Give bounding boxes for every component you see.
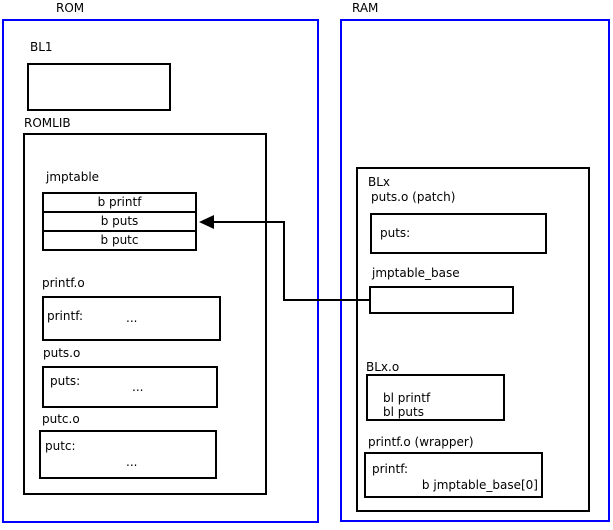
printf-o-box: printf: ...: [42, 296, 221, 341]
puts-patch-box: puts:: [370, 213, 547, 254]
arrowhead-left-icon: [199, 215, 214, 229]
printf-wrapper-box: printf: b jmptable_base[0]: [364, 452, 543, 498]
bl1-label: BL1: [30, 40, 53, 54]
arrow-segment-vertical: [283, 221, 285, 301]
blx-o-label: BLx.o: [366, 360, 400, 374]
putc-symbol: putc:: [45, 439, 76, 453]
putc-ellipsis: ...: [126, 455, 138, 469]
jmptable-label: jmptable: [46, 170, 100, 184]
rom-title: ROM: [56, 1, 85, 15]
jmptable-rows: b printf b puts b putc: [42, 192, 197, 251]
printf-wrapper-label: printf.o (wrapper): [368, 435, 474, 449]
printf-wrapper-symbol: printf:: [372, 462, 409, 476]
jmptable-base-box: [369, 286, 514, 314]
puts-o-box: puts: ...: [42, 366, 218, 408]
jmptable-row-b-putc: b putc: [42, 230, 197, 251]
putc-o-label: putc.o: [42, 412, 80, 426]
jmptable-row-b-puts: b puts: [42, 211, 197, 232]
puts-symbol: puts:: [50, 374, 81, 388]
arrow-segment-horizontal-left: [212, 221, 285, 223]
printf-symbol: printf:: [47, 309, 84, 323]
puts-ellipsis: ...: [132, 380, 144, 394]
printf-o-label: printf.o: [42, 276, 85, 290]
jmptable-row-b-printf: b printf: [42, 192, 197, 213]
bl1-box: [27, 63, 171, 111]
printf-ellipsis: ...: [126, 311, 138, 325]
ram-title: RAM: [352, 1, 379, 15]
arrow-segment-horizontal-right: [284, 299, 370, 301]
puts-o-label: puts.o: [43, 346, 81, 360]
puts-patch-label: puts.o (patch): [371, 190, 456, 204]
romlib-label: ROMLIB: [24, 116, 71, 130]
blx-label: BLx: [368, 175, 391, 189]
blx-o-line-bl-puts: bl puts: [383, 405, 424, 419]
printf-wrapper-branch: b jmptable_base[0]: [421, 478, 538, 492]
jmptable-base-label: jmptable_base: [372, 266, 460, 280]
puts-patch-symbol: puts:: [380, 226, 411, 240]
blx-o-box: bl printf bl puts: [366, 374, 505, 421]
putc-o-box: putc: ...: [39, 430, 217, 479]
blx-o-line-bl-printf: bl printf: [383, 391, 431, 405]
